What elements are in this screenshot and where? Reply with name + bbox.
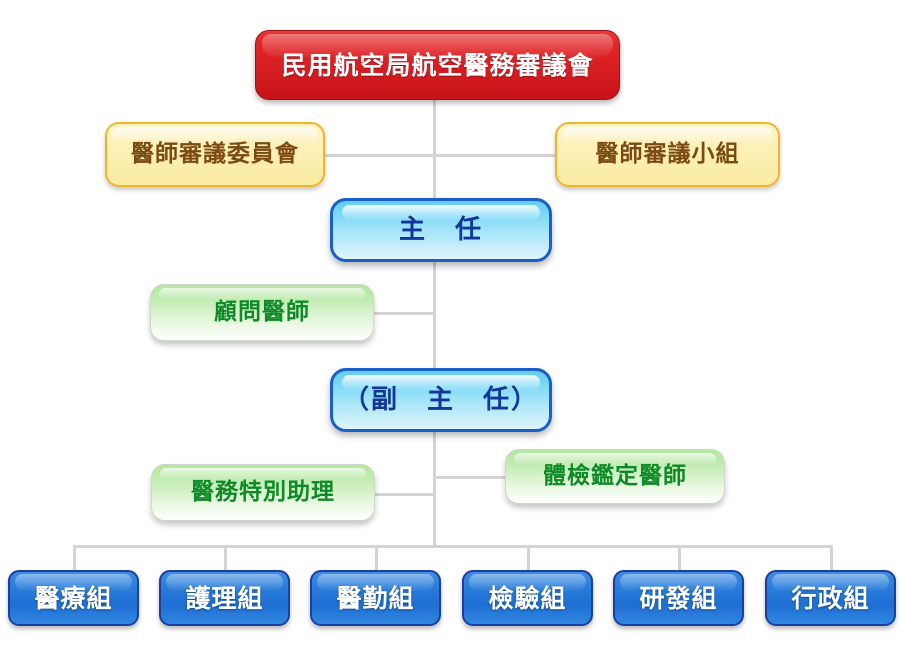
committee-connector-line bbox=[325, 154, 555, 157]
node-division-laboratory[interactable]: 檢驗組 bbox=[462, 570, 593, 626]
advisor-connector-line bbox=[373, 312, 434, 315]
division-drop-line-1 bbox=[73, 545, 76, 573]
node-label: 醫師審議委員會 bbox=[131, 141, 299, 167]
node-label: 研發組 bbox=[639, 583, 718, 613]
node-committee-left[interactable]: 醫師審議委員會 bbox=[105, 122, 325, 187]
node-division-research[interactable]: 研發組 bbox=[613, 570, 744, 626]
division-drop-line-5 bbox=[678, 545, 681, 573]
division-distribution-bar bbox=[73, 545, 833, 548]
node-division-medical-service[interactable]: 醫勤組 bbox=[310, 570, 441, 626]
node-examination-doctor[interactable]: 體檢鑑定醫師 bbox=[505, 449, 725, 504]
node-label: 主 任 bbox=[398, 215, 483, 245]
node-label: 護理組 bbox=[185, 583, 264, 613]
node-label: 醫師審議小組 bbox=[595, 141, 740, 167]
node-division-administration[interactable]: 行政組 bbox=[765, 570, 896, 626]
node-label: 顧問醫師 bbox=[214, 299, 310, 325]
division-drop-line-6 bbox=[830, 545, 833, 573]
node-deputy-director[interactable]: （副 主 任） bbox=[330, 368, 552, 432]
node-label: 行政組 bbox=[791, 583, 870, 613]
node-label: 民用航空局航空醫務審議會 bbox=[281, 50, 594, 80]
node-top-authority[interactable]: 民用航空局航空醫務審議會 bbox=[255, 30, 620, 100]
node-label: （副 主 任） bbox=[342, 385, 539, 415]
node-label: 體檢鑑定醫師 bbox=[543, 463, 687, 489]
node-division-nursing[interactable]: 護理組 bbox=[159, 570, 290, 626]
node-special-assistant[interactable]: 醫務特別助理 bbox=[151, 464, 375, 521]
node-division-medical[interactable]: 醫療組 bbox=[8, 570, 139, 626]
node-advisor-doctor[interactable]: 顧問醫師 bbox=[150, 284, 374, 341]
special-assistant-connector-line bbox=[374, 493, 434, 496]
node-label: 醫務特別助理 bbox=[191, 479, 335, 505]
trunk-line-vertical bbox=[433, 99, 436, 545]
node-label: 檢驗組 bbox=[488, 583, 567, 613]
division-drop-line-4 bbox=[527, 545, 530, 573]
node-director[interactable]: 主 任 bbox=[330, 198, 552, 262]
division-drop-line-3 bbox=[375, 545, 378, 573]
node-committee-right[interactable]: 醫師審議小組 bbox=[555, 122, 780, 187]
node-label: 醫勤組 bbox=[336, 583, 415, 613]
division-drop-line-2 bbox=[224, 545, 227, 573]
node-label: 醫療組 bbox=[34, 583, 113, 613]
examination-doctor-connector-line bbox=[433, 476, 506, 479]
